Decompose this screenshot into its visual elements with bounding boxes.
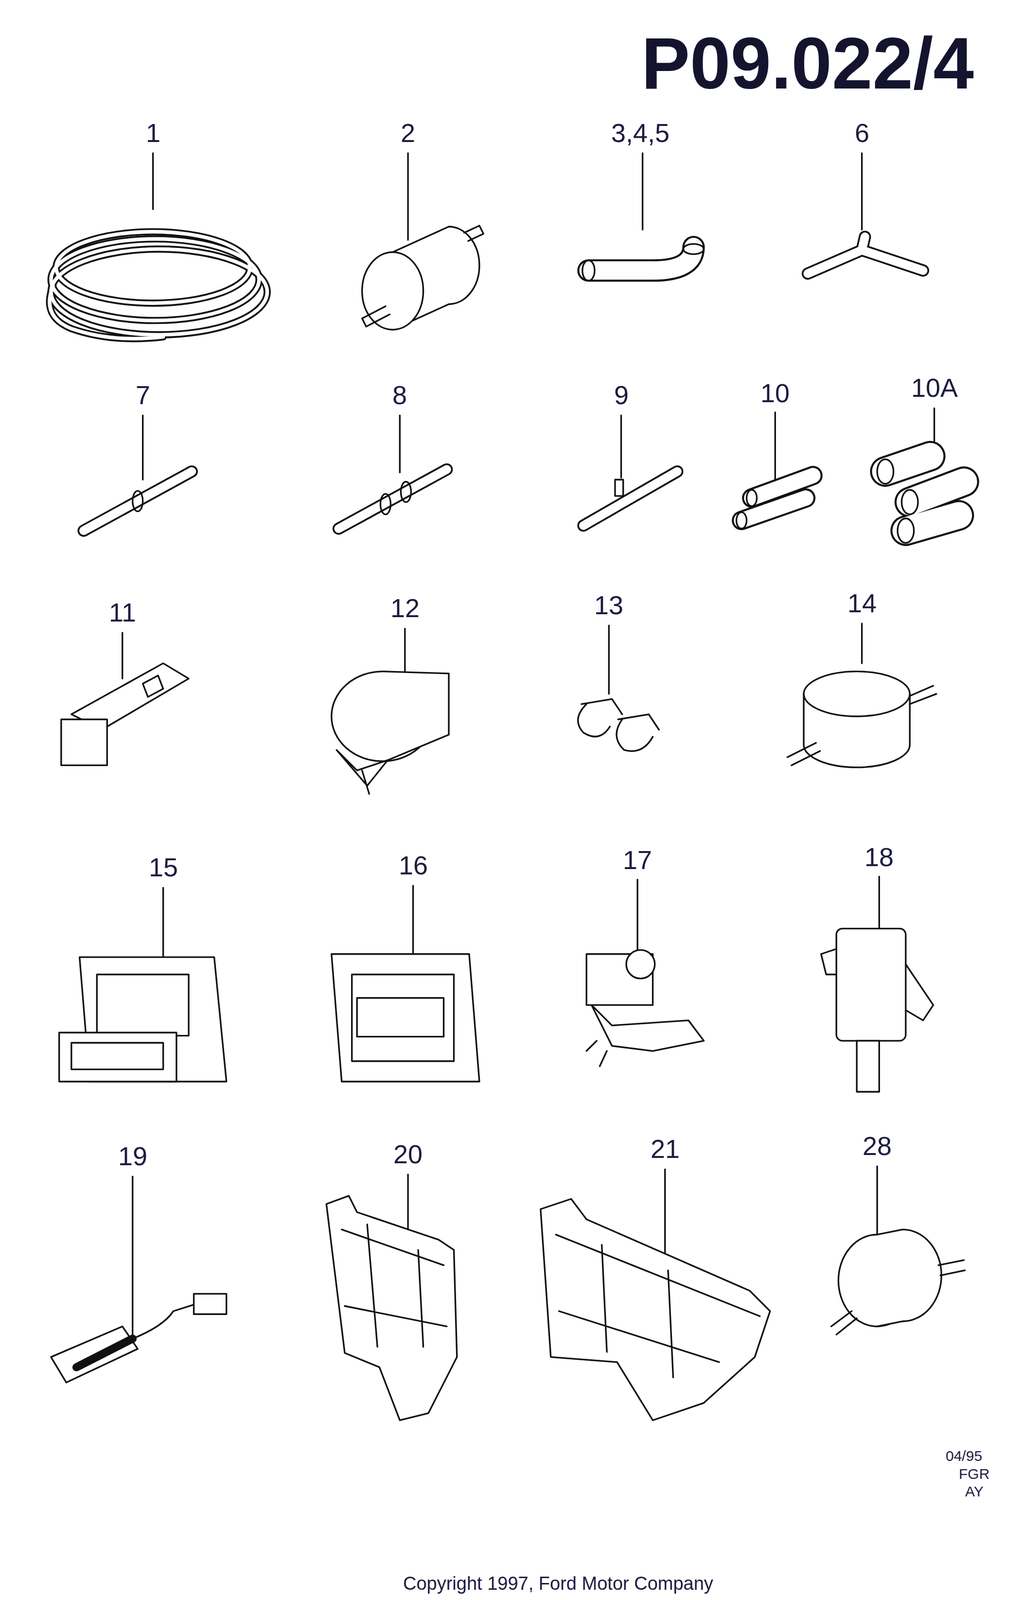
callout-number: 12 [390, 594, 420, 621]
callout-number: 8 [392, 381, 407, 408]
drawing-note: AY [965, 1483, 984, 1499]
tube-coil [49, 231, 268, 339]
callout-number: 6 [854, 119, 870, 146]
page-title: P09.022/4 [641, 26, 974, 100]
callout-number: 28 [862, 1132, 892, 1159]
drawing-note: 04/95 [945, 1448, 983, 1463]
callout-number: 7 [135, 381, 151, 408]
hose-elbow [582, 244, 705, 282]
elbow-connector [807, 236, 923, 274]
callout-number: 10 [760, 379, 790, 406]
callout-number: 16 [398, 851, 428, 879]
solenoid-valve [586, 949, 704, 1066]
callout-number: 20 [393, 1140, 423, 1167]
callout-number: 9 [614, 381, 629, 408]
filter-small [831, 1229, 966, 1335]
hose-clips [578, 698, 659, 751]
callout-number: 18 [864, 843, 894, 870]
clamp [331, 671, 449, 794]
copyright-caption: Copyright 1997, Ford Motor Company [403, 1573, 714, 1593]
callout-number: 1 [145, 119, 161, 146]
callout-number: 21 [650, 1135, 680, 1162]
damper [787, 671, 937, 768]
callout-number: 19 [118, 1142, 148, 1169]
caps [736, 456, 965, 543]
control-module [59, 953, 480, 1082]
bracket-clip [61, 663, 189, 766]
resistor-bracket [51, 1293, 227, 1383]
fuel-filter [362, 225, 484, 330]
drawing-note: FGR [958, 1466, 990, 1481]
callout-number: 10A [911, 374, 958, 401]
mounting-plate [326, 1195, 771, 1421]
callout-number: 3,4,5 [611, 119, 670, 146]
sensor [821, 928, 934, 1092]
callout-number: 11 [108, 599, 137, 626]
callout-number: 17 [622, 846, 652, 873]
straight-connectors [83, 469, 678, 531]
callout-number: 14 [847, 589, 877, 617]
callout-number: 13 [594, 591, 624, 618]
callout-number: 2 [400, 119, 416, 146]
callout-number: 15 [148, 853, 178, 881]
